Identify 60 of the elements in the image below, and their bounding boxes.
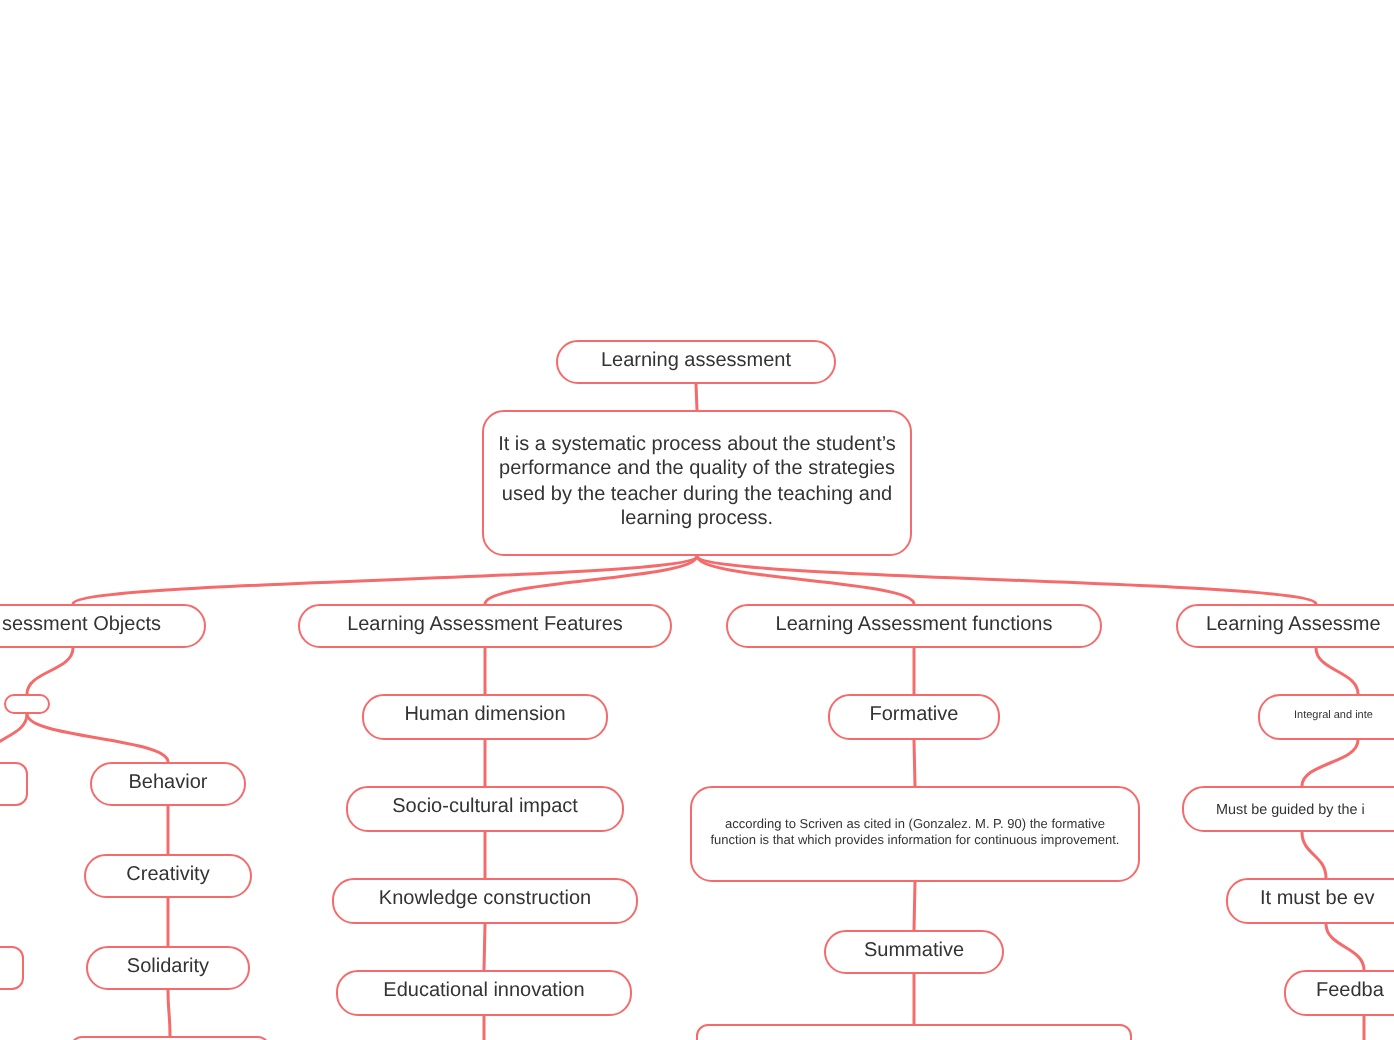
connector-line (695, 555, 916, 605)
connector-line (912, 974, 916, 1024)
topic-text: Learning assessment (600, 349, 792, 375)
connector-line (1362, 1016, 1366, 1040)
topic-text: sessment Objects (2, 613, 161, 639)
connector-line (25, 647, 75, 695)
topic-text: Behavior (128, 771, 208, 797)
topic-box (90, 762, 246, 806)
connector-line (166, 990, 172, 1036)
connector-line (694, 383, 699, 411)
topic-text: Formative (869, 704, 959, 730)
topic-box (84, 854, 252, 898)
topic-text: Creativity (126, 863, 210, 889)
topic-text: Summative (863, 939, 964, 965)
topic-box (1226, 878, 1394, 924)
topic-text: It is a systematic process about the student’s performance and the quality of the strategies used by the teacher during the teaching and learning process. (496, 433, 898, 533)
topic-box (690, 786, 1140, 882)
topic-box (336, 970, 632, 1016)
connector-line (25, 713, 170, 763)
empty-box (4, 694, 50, 714)
topic-text: Learning Assessment Features (347, 613, 623, 639)
connector-line (696, 554, 1317, 606)
topic-box (556, 340, 836, 384)
connector-line (483, 648, 487, 694)
topic-text: Feedba (1316, 980, 1384, 1006)
connector-line (483, 832, 487, 878)
topic-box (332, 878, 638, 924)
connector-line (166, 898, 170, 946)
connector-line (1300, 739, 1360, 787)
topic-text: Solidarity (126, 955, 210, 981)
topic-text: Learning Assessment functions (775, 613, 1053, 639)
topic-text: Human dimension (404, 704, 566, 730)
connector-line (72, 554, 698, 606)
topic-text: Learning Assessme (1206, 613, 1381, 639)
connector-line (166, 806, 170, 854)
topic-box (482, 410, 912, 556)
topic-box (86, 946, 250, 990)
connector-line (1300, 831, 1328, 879)
topic-text: Knowledge construction (378, 888, 592, 914)
topic-box (298, 604, 672, 648)
connector-line (483, 740, 487, 786)
connector-line (1324, 923, 1366, 971)
connector-line (1314, 647, 1360, 695)
connector-line (912, 881, 917, 931)
topic-text: It must be ev (1260, 888, 1375, 914)
connector-line (912, 648, 916, 694)
topic-box (1182, 786, 1394, 832)
connector-line (482, 923, 487, 971)
topic-box (1176, 604, 1394, 648)
connector-line (482, 1016, 486, 1040)
topic-box (0, 604, 206, 648)
topic-text: Socio-cultural impact (392, 796, 578, 822)
connector-line (483, 555, 699, 605)
topic-text: Educational innovation (383, 980, 585, 1006)
topic-box (346, 786, 624, 832)
topic-box (362, 694, 608, 740)
topic-box (828, 694, 1000, 740)
connector-line (912, 739, 917, 787)
topic-box (824, 930, 1004, 974)
topic-box (726, 604, 1102, 648)
